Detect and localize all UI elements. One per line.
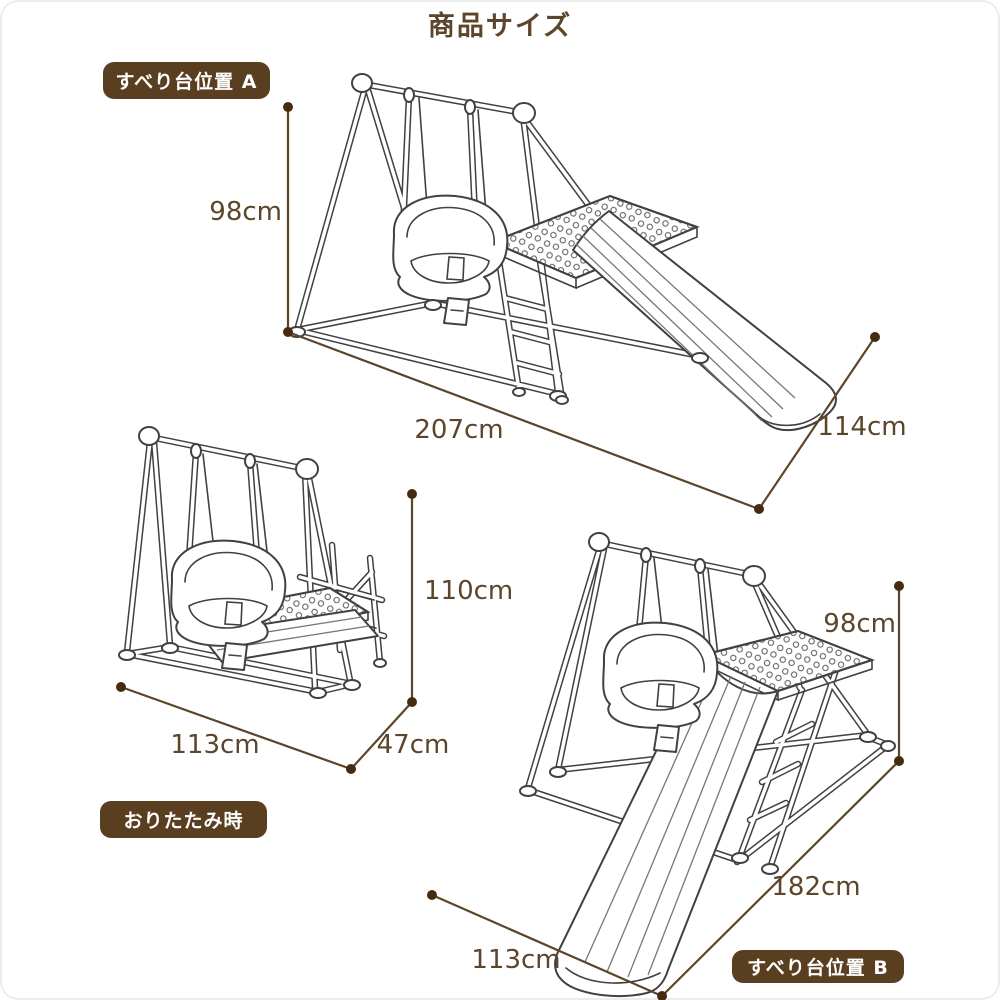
dimension-endpoint-dot bbox=[116, 682, 126, 692]
badge-slide-position-b: すべり台位置 B bbox=[732, 950, 904, 983]
baby-seat-b bbox=[602, 621, 719, 753]
platform-b bbox=[700, 629, 875, 702]
dimension-endpoint-dot bbox=[407, 489, 417, 499]
slide-a bbox=[572, 210, 837, 431]
dim-label-b-height: 98cm bbox=[823, 609, 896, 639]
dim-label-folded-width: 113cm bbox=[170, 730, 260, 760]
dim-label-b-length: 182cm bbox=[771, 872, 861, 902]
badge-folded: おりたたみ時 bbox=[100, 801, 267, 838]
dimension-endpoint-dot bbox=[657, 991, 667, 1000]
slide-b bbox=[554, 654, 779, 998]
dimension-endpoint-dot bbox=[427, 890, 437, 900]
dimension-endpoint-dot bbox=[754, 504, 764, 514]
joints-folded bbox=[118, 426, 387, 699]
dimension-endpoint-dot bbox=[407, 697, 417, 707]
dim-line-a-depth bbox=[758, 336, 876, 510]
dimension-endpoint-dot bbox=[346, 764, 356, 774]
dimension-annotations bbox=[116, 102, 904, 1000]
dimension-endpoint-dot bbox=[283, 327, 293, 337]
dim-label-a-width: 207cm bbox=[414, 415, 504, 445]
dim-line-b-length bbox=[661, 760, 900, 997]
dimension-endpoint-dot bbox=[894, 581, 904, 591]
dim-label-a-height: 98cm bbox=[209, 197, 282, 227]
seat-strap-a bbox=[443, 297, 470, 326]
joints-b bbox=[519, 532, 896, 875]
figure-b-drawing bbox=[519, 532, 896, 998]
seat-strap-folded bbox=[221, 642, 248, 671]
dimension-endpoint-dot bbox=[894, 756, 904, 766]
dim-label-a-depth: 114cm bbox=[817, 412, 907, 442]
page-title: 商品サイズ bbox=[427, 11, 573, 42]
dim-line-b-width bbox=[431, 893, 663, 998]
dim-line-folded-width bbox=[120, 685, 352, 771]
dim-line-a-width bbox=[287, 330, 760, 511]
dim-label-folded-height: 110cm bbox=[424, 576, 514, 606]
baby-seat-a bbox=[392, 194, 509, 326]
dimension-endpoint-dot bbox=[283, 102, 293, 112]
dimension-endpoint-dot bbox=[870, 332, 880, 342]
baby-seat-folded bbox=[170, 539, 287, 671]
dim-label-folded-depth: 47cm bbox=[376, 730, 450, 760]
badge-slide-position-a: すべり台位置 A bbox=[103, 62, 270, 99]
dim-label-b-width: 113cm bbox=[471, 945, 561, 975]
figure-folded-drawing bbox=[118, 426, 387, 699]
seat-strap-b bbox=[653, 724, 680, 753]
figure-a-drawing bbox=[288, 73, 837, 431]
dim-line-folded-depth bbox=[350, 701, 413, 770]
swing-frame-folded bbox=[127, 437, 384, 692]
folded-lattice-detail bbox=[202, 453, 377, 629]
